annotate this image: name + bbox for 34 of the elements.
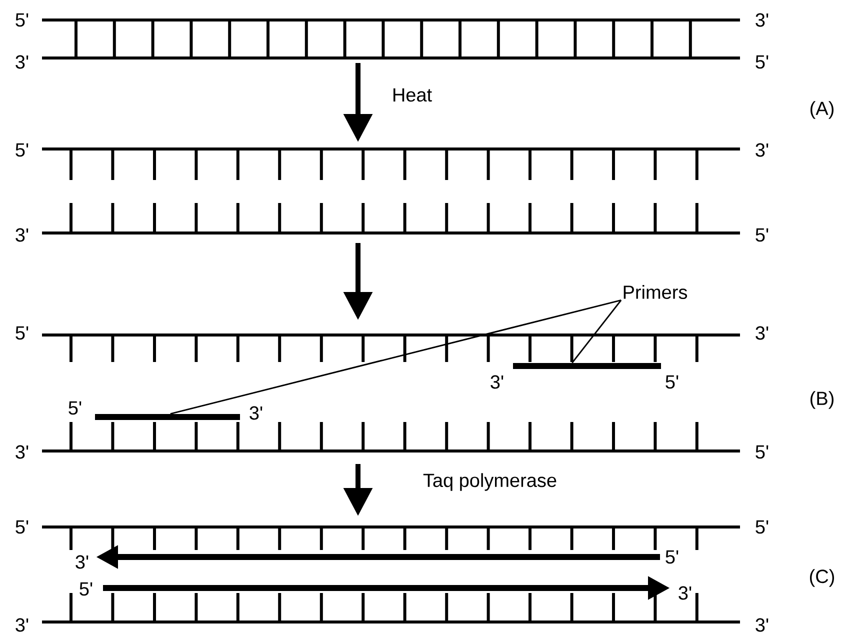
end-label: 5': [664, 549, 680, 565]
end-label: 5': [78, 581, 94, 597]
panel-label: (B): [808, 390, 836, 410]
end-label: 5': [66, 400, 84, 416]
end-label: 3': [248, 405, 264, 421]
end-label: 3': [14, 444, 30, 460]
end-label: 3': [754, 325, 770, 341]
end-label: 3': [14, 617, 30, 633]
end-label: 5': [14, 519, 30, 535]
end-label: 3': [14, 54, 30, 70]
end-label: 5': [754, 54, 770, 70]
end-label: 3': [676, 585, 694, 601]
primer-bar: [513, 363, 661, 369]
end-label: 5': [754, 444, 770, 460]
end-label: 3': [754, 617, 770, 633]
primer-bar: [95, 414, 240, 420]
panel-label: (A): [808, 100, 836, 120]
end-label: 3': [754, 12, 770, 28]
step-label: Taq polymerase: [422, 472, 558, 492]
step-label: Heat: [390, 87, 434, 103]
end-label: 3': [754, 142, 770, 158]
end-label: 5': [14, 12, 30, 28]
end-label: 5': [754, 227, 770, 243]
end-label: 3': [488, 374, 506, 390]
end-label: 3': [14, 227, 30, 243]
end-label: 5': [14, 325, 30, 341]
end-label: 5': [664, 374, 680, 390]
leader-line: [170, 299, 622, 415]
end-label: 3': [74, 554, 90, 570]
end-label: 5': [14, 142, 30, 158]
end-label: 5': [754, 519, 770, 535]
panel-label: (C): [808, 568, 836, 588]
leader-line: [572, 300, 622, 364]
primers-label: Primers: [624, 285, 688, 299]
